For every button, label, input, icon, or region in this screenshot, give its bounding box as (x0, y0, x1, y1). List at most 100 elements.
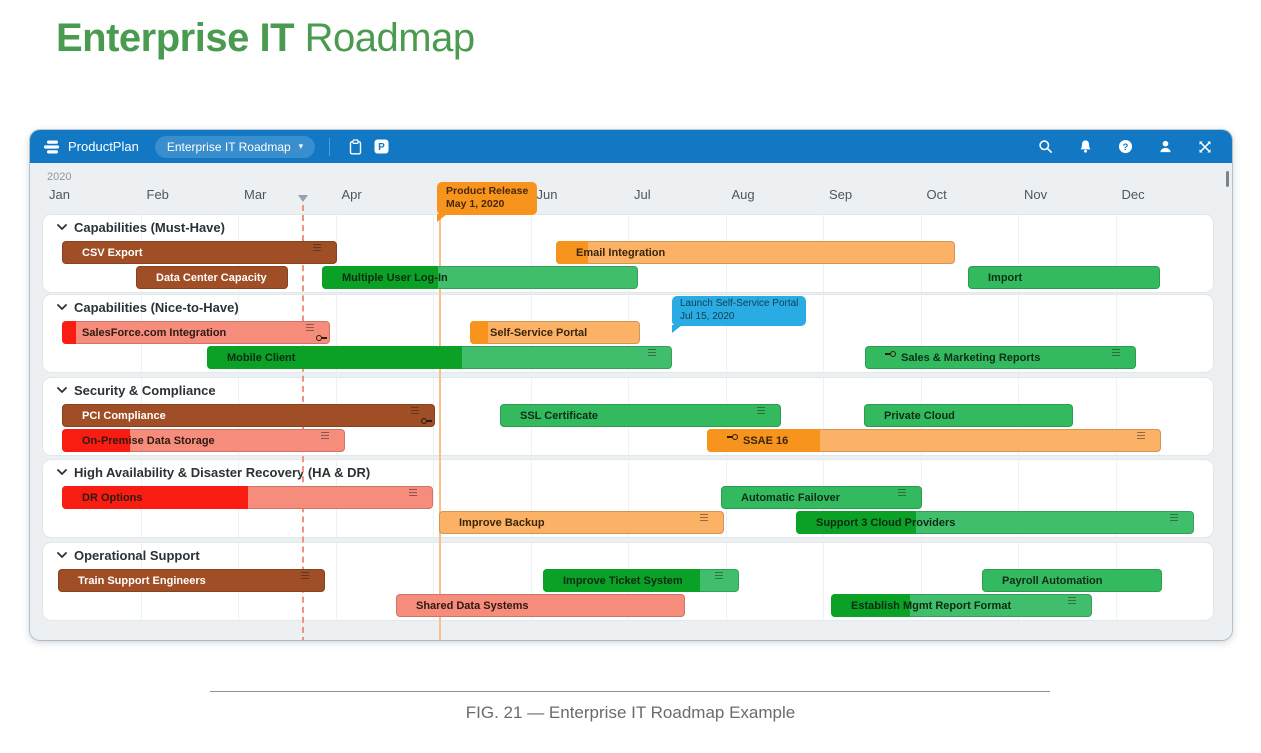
bar-progress-segment (556, 241, 588, 264)
bar-progress-segment (543, 569, 700, 592)
roadmap-dropdown-label: Enterprise IT Roadmap (166, 139, 291, 154)
bar-label: Payroll Automation (1002, 574, 1103, 587)
chevron-down-icon[interactable] (57, 386, 67, 394)
bar-label: Improve Backup (459, 516, 545, 529)
scrollbar-thumb[interactable] (1226, 171, 1229, 187)
productplan-window: ProductPlan Enterprise IT Roadmap ▾ P (30, 130, 1232, 640)
drag-handle-icon[interactable] (313, 244, 321, 252)
month-gridline (1116, 215, 1117, 292)
month-label: Aug (731, 187, 755, 202)
bar-improve-ticket-system[interactable]: Improve Ticket System (543, 569, 739, 592)
drag-handle-icon[interactable] (1112, 349, 1120, 357)
month-gridline (921, 543, 922, 620)
section-header-security-compliance[interactable]: Security & Compliance (43, 378, 1213, 402)
bell-icon[interactable] (1072, 136, 1098, 158)
bar-email-integration[interactable]: Email Integration (556, 241, 955, 264)
callout-title: Launch Self-Service Portal (680, 298, 799, 309)
drag-handle-icon[interactable] (757, 407, 765, 415)
month-gridline (1018, 460, 1019, 537)
section-title: High Availability & Disaster Recovery (H… (74, 464, 371, 480)
month-gridline (531, 543, 532, 620)
bar-multiple-user-log-in[interactable]: Multiple User Log-In (322, 266, 638, 289)
chevron-down-icon[interactable] (57, 551, 67, 559)
help-icon[interactable]: ? (1112, 136, 1138, 158)
month-gridline (1116, 460, 1117, 537)
bar-csv-export[interactable]: CSV Export (62, 241, 337, 264)
drag-handle-icon[interactable] (648, 349, 656, 357)
page-title: Enterprise IT Roadmap (56, 16, 475, 61)
today-marker-icon[interactable] (298, 195, 308, 202)
callout-date: May 1, 2020 (446, 198, 505, 211)
section-card-capabilities-must-have: Capabilities (Must-Have)CSV Export Email … (43, 215, 1213, 292)
bar-payroll-automation[interactable]: Payroll Automation (982, 569, 1162, 592)
p-badge-icon[interactable]: P (368, 136, 394, 158)
bar-salesforce-com-integration[interactable]: SalesForce.com Integration (62, 321, 330, 344)
search-icon[interactable] (1032, 136, 1058, 158)
bar-support-3-cloud-providers[interactable]: Support 3 Cloud Providers (796, 511, 1194, 534)
drag-handle-icon[interactable] (1170, 514, 1178, 522)
month-gridline (1116, 378, 1117, 455)
bar-label: On-Premise Data Storage (82, 434, 215, 447)
section-header-capabilities-nice-to-have[interactable]: Capabilities (Nice-to-Have) (43, 295, 1213, 319)
drag-handle-icon[interactable] (306, 324, 314, 332)
bar-label: SSAE 16 (708, 434, 788, 447)
clipboard-icon[interactable] (342, 136, 368, 158)
user-icon[interactable] (1152, 136, 1178, 158)
month-gridline (1018, 215, 1019, 292)
drag-handle-icon[interactable] (715, 572, 723, 580)
bar-mobile-client[interactable]: Mobile Client (207, 346, 672, 369)
month-gridline (531, 460, 532, 537)
bar-import[interactable]: Import (968, 266, 1160, 289)
chevron-down-icon[interactable] (57, 303, 67, 311)
bar-pci-compliance[interactable]: PCI Compliance (62, 404, 435, 427)
bar-train-support-engineers[interactable]: Train Support Engineers (58, 569, 325, 592)
section-header-capabilities-must-have[interactable]: Capabilities (Must-Have) (43, 215, 1213, 239)
month-label: Feb (146, 187, 169, 202)
dependency-connector-icon (421, 418, 432, 424)
bar-data-center-capacity[interactable]: Data Center Capacity (136, 266, 288, 289)
expand-icon[interactable] (1192, 136, 1218, 158)
bar-label: Data Center Capacity (156, 271, 267, 284)
bar-label: Improve Ticket System (563, 574, 683, 587)
section-header-operational-support[interactable]: Operational Support (43, 543, 1213, 567)
bar-progress-segment (831, 594, 910, 617)
bar-on-premise-data-storage[interactable]: On-Premise Data Storage (62, 429, 345, 452)
chevron-down-icon[interactable] (57, 223, 67, 231)
section-header-high-availability-disaster-recovery-ha-dr[interactable]: High Availability & Disaster Recovery (H… (43, 460, 1213, 484)
drag-handle-icon[interactable] (1137, 432, 1145, 440)
page-title-bold: Enterprise IT (56, 16, 295, 60)
bar-label: Establish Mgmt Report Format (851, 599, 1012, 612)
bar-automatic-failover[interactable]: Automatic Failover (721, 486, 922, 509)
bar-sales-marketing-reports[interactable]: Sales & Marketing Reports (865, 346, 1136, 369)
roadmap-dropdown[interactable]: Enterprise IT Roadmap ▾ (154, 135, 316, 158)
bar-shared-data-systems[interactable]: Shared Data Systems (396, 594, 685, 617)
bar-improve-backup[interactable]: Improve Backup (439, 511, 724, 534)
toolbar-right-icons: ? (1032, 136, 1218, 158)
drag-handle-icon[interactable] (898, 489, 906, 497)
bar-dr-options[interactable]: DR Options (62, 486, 433, 509)
month-gridline (433, 295, 434, 372)
drag-handle-icon[interactable] (409, 489, 417, 497)
drag-handle-icon[interactable] (301, 572, 309, 580)
drag-handle-icon[interactable] (411, 407, 419, 415)
drag-handle-icon[interactable] (700, 514, 708, 522)
bar-self-service-portal[interactable]: Self-Service Portal (470, 321, 640, 344)
caption-divider (210, 691, 1050, 692)
month-gridline (823, 543, 824, 620)
drag-handle-icon[interactable] (321, 432, 329, 440)
bar-ssae-16[interactable]: SSAE 16 (707, 429, 1161, 452)
bar-ssl-certificate[interactable]: SSL Certificate (500, 404, 781, 427)
toolbar: ProductPlan Enterprise IT Roadmap ▾ P (30, 130, 1232, 163)
chevron-down-icon[interactable] (57, 468, 67, 476)
section-card-capabilities-nice-to-have: Capabilities (Nice-to-Have)SalesForce.co… (43, 295, 1213, 372)
bar-progress-segment (207, 346, 462, 369)
month-gridline (433, 543, 434, 620)
drag-handle-icon[interactable] (1068, 597, 1076, 605)
bar-private-cloud[interactable]: Private Cloud (864, 404, 1073, 427)
month-gridline (1018, 295, 1019, 372)
svg-text:?: ? (1122, 142, 1128, 152)
bar-establish-mgmt-report-format[interactable]: Establish Mgmt Report Format (831, 594, 1092, 617)
